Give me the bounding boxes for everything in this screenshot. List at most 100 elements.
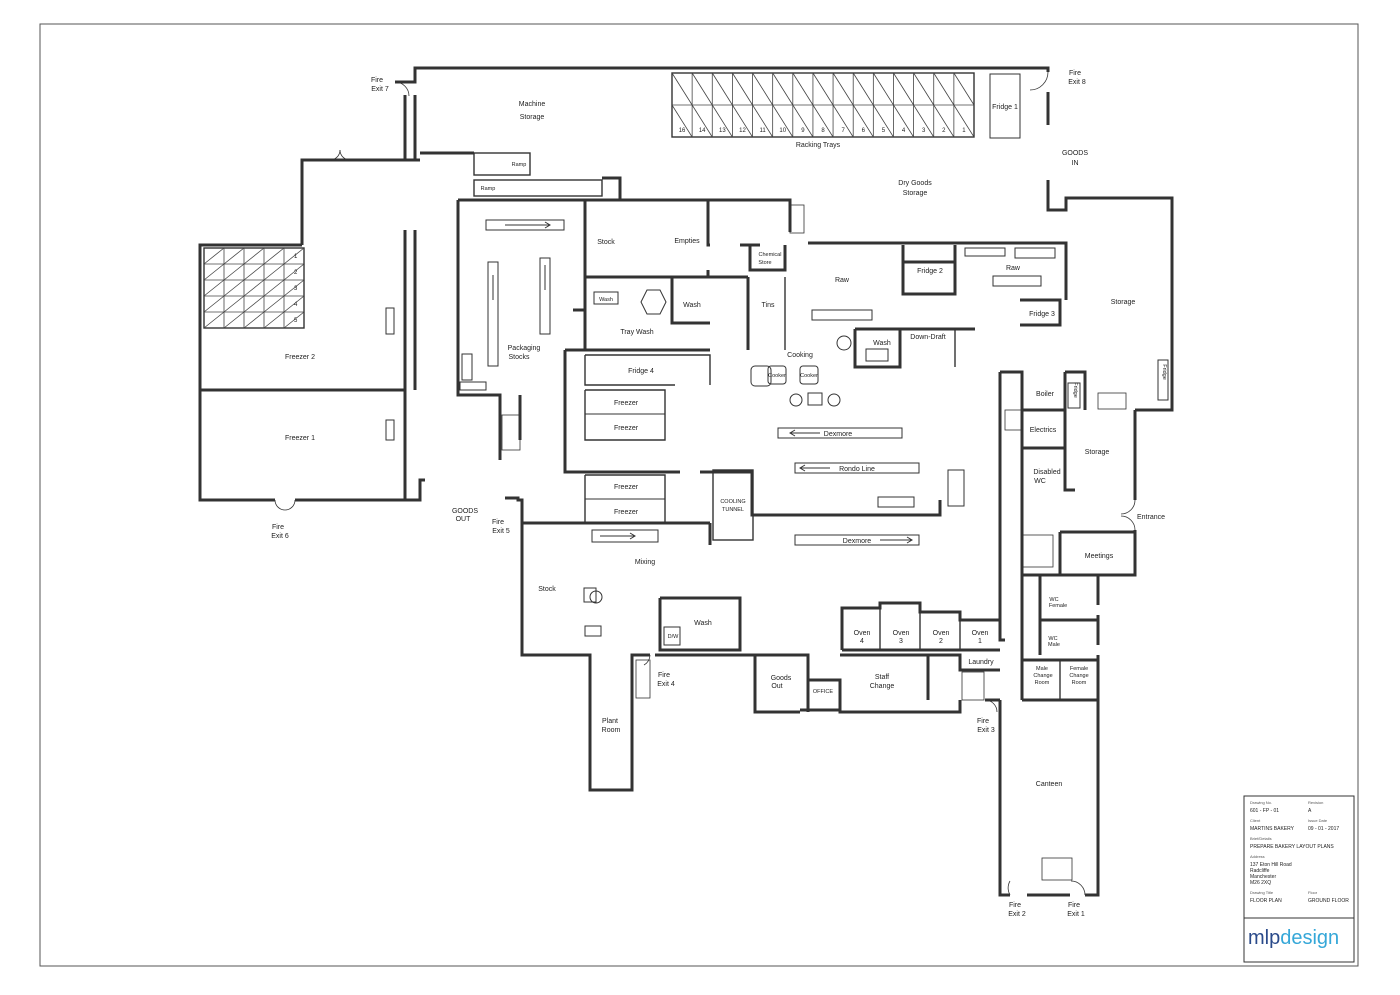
label-fridge-vertical: Fridge bbox=[1161, 364, 1167, 380]
label-goods-out-2: OUT bbox=[456, 516, 472, 523]
freezer-rack-diagonal bbox=[263, 279, 285, 297]
label-disabled-wc-1: Disabled bbox=[1033, 469, 1060, 476]
label-tins: Tins bbox=[762, 302, 775, 309]
label-cooker-1: Cooker bbox=[768, 373, 786, 379]
label-goods-in-2: IN bbox=[1072, 160, 1079, 167]
label-machine-storage-2: Storage bbox=[520, 114, 545, 121]
rack-diagonal bbox=[913, 72, 935, 106]
freezer-rack-diagonal bbox=[243, 279, 265, 297]
freezer-rack-number: 5 bbox=[294, 318, 298, 324]
label-oven3-1: Oven bbox=[893, 630, 910, 637]
rack-number: 14 bbox=[699, 128, 706, 134]
label-fridge-small: Fridge bbox=[1072, 382, 1078, 398]
rack-number: 10 bbox=[779, 128, 786, 134]
freezer-rack-diagonal bbox=[283, 263, 305, 281]
fire-exit-2-line2: Exit 2 bbox=[1008, 911, 1026, 918]
freezer-rack-diagonal bbox=[223, 279, 245, 297]
label-fridge1: Fridge 1 bbox=[992, 104, 1018, 111]
label-stock-top: Stock bbox=[597, 239, 615, 246]
fire-exit-6-line1: Fire bbox=[272, 524, 284, 531]
rack-diagonal bbox=[852, 72, 874, 106]
label-wash-tray: Wash bbox=[683, 302, 701, 309]
tb-client-label: Client bbox=[1250, 818, 1261, 823]
label-electrics: Electrics bbox=[1030, 427, 1057, 434]
tb-address-1: 137 Eton Hill Road bbox=[1250, 862, 1292, 868]
label-cooking: Cooking bbox=[787, 352, 813, 359]
label-male-change-2: Change bbox=[1033, 673, 1052, 679]
mlpdesign-logo: mlpdesign bbox=[1248, 927, 1339, 949]
tb-revision-label: Revision bbox=[1308, 800, 1323, 805]
fire-exit-1-line1: Fire bbox=[1068, 902, 1080, 909]
label-wash-center: Wash bbox=[873, 340, 891, 347]
fire-exit-8-line2: Exit 8 bbox=[1068, 79, 1086, 86]
label-chemical-store-2: Store bbox=[758, 260, 771, 266]
freezer-rack-number: 3 bbox=[294, 286, 298, 292]
ramp-lower-box bbox=[473, 179, 603, 197]
label-goods-out-room-1: Goods bbox=[771, 675, 792, 682]
equipment bbox=[385, 73, 1169, 646]
label-staff-change-2: Change bbox=[870, 683, 895, 690]
label-ramp-upper: Ramp bbox=[512, 162, 527, 168]
label-oven1-1: Oven bbox=[972, 630, 989, 637]
rack-diagonal bbox=[671, 72, 693, 106]
label-freezer-c: Freezer bbox=[614, 484, 639, 491]
rack-number: 8 bbox=[821, 128, 825, 134]
rack-diagonal bbox=[772, 72, 794, 106]
rack-number: 6 bbox=[862, 128, 866, 134]
label-staff-change-1: Staff bbox=[875, 674, 889, 681]
tb-address-4: M26 2XQ bbox=[1250, 880, 1271, 886]
rack-number: 3 bbox=[922, 128, 926, 134]
label-raw-center: Raw bbox=[835, 277, 850, 284]
freezer-rack-number: 2 bbox=[294, 270, 298, 276]
rack-number: 2 bbox=[942, 128, 946, 134]
label-packaging-1: Packaging bbox=[508, 345, 541, 352]
rack-number: 7 bbox=[841, 128, 845, 134]
tb-revision: A bbox=[1308, 808, 1312, 814]
rack-diagonal bbox=[872, 72, 894, 106]
label-boiler: Boiler bbox=[1036, 391, 1055, 398]
rack-diagonal bbox=[732, 72, 753, 106]
label-wash-bottom: Wash bbox=[694, 620, 712, 627]
rack-number: 4 bbox=[902, 128, 906, 134]
freezer-rack-diagonal bbox=[243, 247, 265, 265]
freezer-rack-diagonal bbox=[203, 311, 225, 329]
label-down-draft: Down-Draft bbox=[910, 334, 945, 341]
rack-diagonal bbox=[933, 104, 955, 138]
label-cooling-tunnel-2: TUNNEL bbox=[722, 507, 744, 513]
freezer-rack-diagonal bbox=[243, 263, 265, 281]
freezer-rack-number: 4 bbox=[294, 302, 298, 308]
door-swings bbox=[274, 71, 1136, 896]
label-plant-room-2: Room bbox=[602, 727, 621, 734]
rack-diagonal bbox=[691, 72, 713, 106]
tb-client: MARTINS BAKERY bbox=[1250, 826, 1295, 832]
label-freezer2: Freezer 2 bbox=[285, 354, 315, 361]
conveyor-lines bbox=[492, 221, 920, 546]
tb-floor-label: Floor bbox=[1308, 890, 1318, 895]
freezer-rack-diagonal bbox=[203, 247, 225, 265]
label-machine-storage-1: Machine bbox=[519, 101, 546, 108]
room-labels: Machine Storage Racking Trays Fridge 1 G… bbox=[285, 101, 1167, 788]
label-female-change-1: Female bbox=[1070, 666, 1088, 672]
freezer-rack-diagonal bbox=[203, 295, 225, 313]
fire-exit-3-line2: Exit 3 bbox=[977, 727, 995, 734]
freezer-rack-diagonal bbox=[263, 247, 285, 265]
rack-diagonal bbox=[872, 104, 894, 138]
tb-drawing-title-label: Drawing Title bbox=[1250, 890, 1274, 895]
tb-issue-date-label: Issue Date bbox=[1308, 818, 1328, 823]
label-plant-room-1: Plant bbox=[602, 718, 618, 725]
fire-exit-6-line2: Exit 6 bbox=[271, 533, 289, 540]
fire-exit-5-line1: Fire bbox=[492, 519, 504, 526]
label-oven4-1: Oven bbox=[854, 630, 871, 637]
label-freezer-d: Freezer bbox=[614, 509, 639, 516]
cooling-tunnel-box bbox=[712, 469, 754, 541]
label-dexmore-top: Dexmore bbox=[824, 431, 853, 438]
logo-part-mlp: mlp bbox=[1248, 927, 1280, 949]
label-fridge2: Fridge 2 bbox=[917, 268, 943, 275]
label-wc-female-1: WC bbox=[1049, 597, 1058, 603]
label-male-change-3: Room bbox=[1035, 680, 1050, 686]
rack-diagonal bbox=[772, 104, 794, 138]
fire-exit-7-line1: Fire bbox=[371, 77, 383, 84]
rack-diagonal bbox=[711, 72, 733, 106]
tb-address-3: Manchester bbox=[1250, 874, 1276, 880]
ramp-upper-box bbox=[473, 152, 531, 176]
